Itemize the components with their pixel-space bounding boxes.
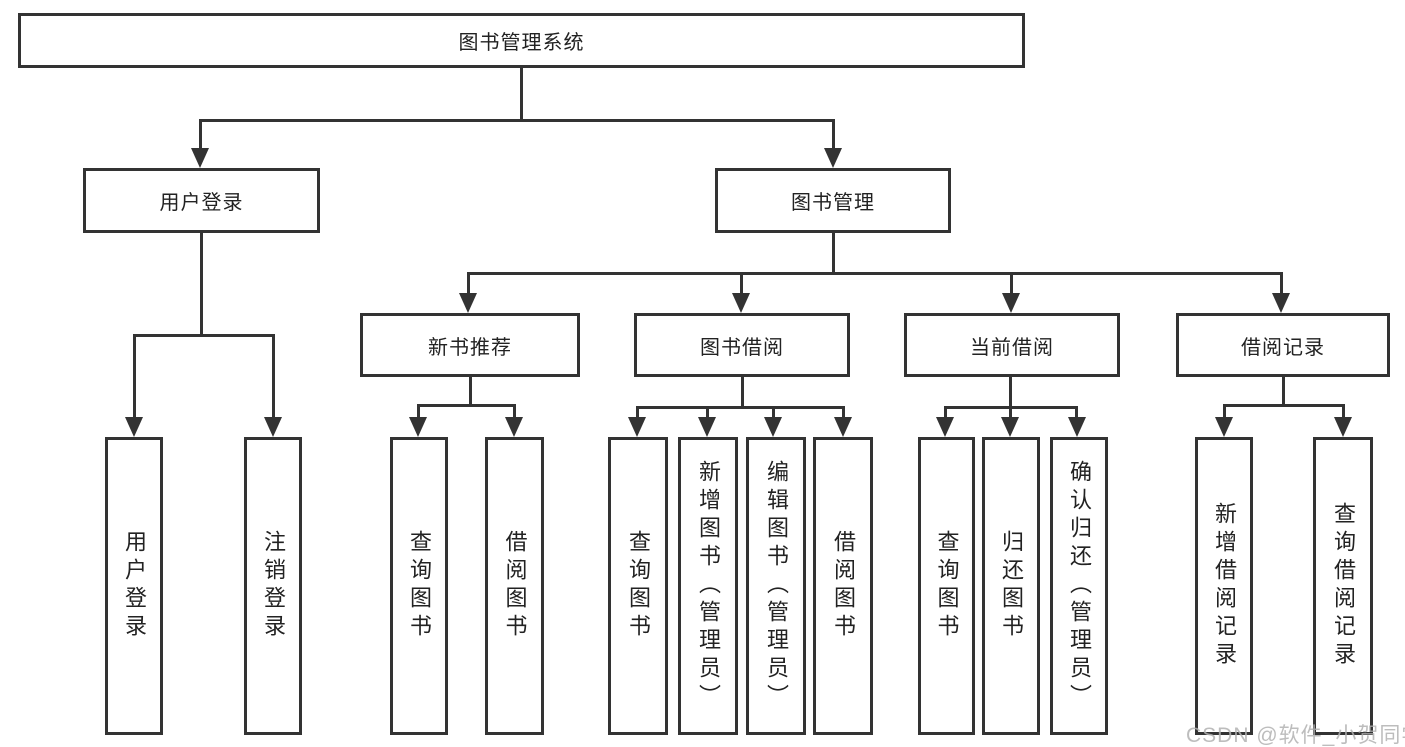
node-label: 新增图书（管理员） bbox=[696, 460, 721, 712]
node-label: 编辑图书（管理员） bbox=[764, 460, 789, 712]
connector-line bbox=[513, 404, 516, 419]
connector-line bbox=[1342, 404, 1345, 419]
node-label: 用户登录 bbox=[159, 192, 244, 214]
connector-line bbox=[740, 272, 743, 295]
node-label: 查询图书 bbox=[626, 530, 651, 642]
leaf-query-books-borrow: 查询图书 bbox=[608, 437, 668, 735]
connector-line bbox=[636, 406, 639, 419]
connector-line bbox=[944, 406, 947, 419]
node-label: 图书借阅 bbox=[700, 336, 784, 359]
connector-line bbox=[1223, 404, 1226, 419]
connector-line bbox=[199, 119, 835, 122]
arrow-down-icon bbox=[1068, 417, 1086, 437]
node-book-management: 图书管理 bbox=[715, 168, 951, 233]
arrow-down-icon bbox=[834, 417, 852, 437]
connector-line bbox=[842, 406, 845, 419]
connector-line bbox=[200, 231, 203, 337]
connector-line bbox=[1009, 406, 1012, 419]
node-label: 查询图书 bbox=[407, 530, 432, 642]
leaf-return-books: 归还图书 bbox=[982, 437, 1040, 735]
node-borrow-records: 借阅记录 bbox=[1176, 313, 1390, 377]
node-label: 查询借阅记录 bbox=[1331, 502, 1356, 670]
connector-line bbox=[133, 334, 136, 418]
connector-line bbox=[199, 119, 202, 150]
arrow-down-icon bbox=[1334, 417, 1352, 437]
connector-line bbox=[1075, 406, 1078, 419]
node-book-borrow: 图书借阅 bbox=[634, 313, 850, 377]
connector-line bbox=[520, 68, 523, 121]
node-label: 用户登录 bbox=[122, 530, 147, 642]
connector-line bbox=[469, 375, 472, 407]
connector-line bbox=[636, 406, 845, 409]
connector-line bbox=[1009, 375, 1012, 409]
connector-line bbox=[417, 404, 420, 419]
connector-line bbox=[467, 272, 470, 295]
arrow-down-icon bbox=[191, 148, 209, 168]
connector-line bbox=[467, 272, 1283, 275]
leaf-logout-login: 注销登录 bbox=[244, 437, 302, 735]
csdn-watermark: CSDN @软件_小贺同学 bbox=[1186, 724, 1405, 747]
leaf-add-book-admin: 新增图书（管理员） bbox=[678, 437, 738, 735]
arrow-down-icon bbox=[125, 417, 143, 437]
arrow-down-icon bbox=[505, 417, 523, 437]
arrow-down-icon bbox=[1272, 293, 1290, 313]
node-label: 当前借阅 bbox=[970, 336, 1054, 359]
arrow-down-icon bbox=[264, 417, 282, 437]
node-new-book-recommend: 新书推荐 bbox=[360, 313, 580, 377]
node-label: 图书管理系统 bbox=[458, 32, 585, 54]
connector-line bbox=[417, 404, 516, 407]
connector-line bbox=[832, 231, 835, 275]
node-label: 确认归还（管理员） bbox=[1067, 460, 1092, 712]
connector-line bbox=[772, 406, 775, 419]
node-label: 归还图书 bbox=[999, 530, 1024, 642]
connector-line bbox=[272, 334, 275, 418]
connector-line bbox=[133, 334, 275, 337]
node-label: 借阅记录 bbox=[1241, 336, 1325, 359]
leaf-user-login: 用户登录 bbox=[105, 437, 163, 735]
node-label: 图书管理 bbox=[791, 192, 875, 214]
arrow-down-icon bbox=[628, 417, 646, 437]
leaf-query-books-current: 查询图书 bbox=[918, 437, 975, 735]
node-label: 新增借阅记录 bbox=[1212, 502, 1237, 670]
arrow-down-icon bbox=[698, 417, 716, 437]
node-label: 注销登录 bbox=[261, 530, 286, 642]
node-label: 新书推荐 bbox=[428, 336, 512, 359]
leaf-query-books-recommend: 查询图书 bbox=[390, 437, 448, 735]
connector-line bbox=[1223, 404, 1345, 407]
leaf-edit-book-admin: 编辑图书（管理员） bbox=[746, 437, 806, 735]
leaf-borrow-books: 借阅图书 bbox=[813, 437, 873, 735]
connector-line bbox=[706, 406, 709, 419]
arrow-down-icon bbox=[824, 148, 842, 168]
node-current-borrow: 当前借阅 bbox=[904, 313, 1120, 377]
arrow-down-icon bbox=[936, 417, 954, 437]
node-label: 查询图书 bbox=[934, 530, 960, 642]
arrow-down-icon bbox=[1002, 293, 1020, 313]
node-label: 借阅图书 bbox=[831, 530, 856, 642]
leaf-confirm-return-admin: 确认归还（管理员） bbox=[1050, 437, 1108, 735]
node-library-management-system: 图书管理系统 bbox=[18, 13, 1025, 68]
arrow-down-icon bbox=[459, 293, 477, 313]
arrow-down-icon bbox=[764, 417, 782, 437]
leaf-query-borrow-record: 查询借阅记录 bbox=[1313, 437, 1373, 735]
connector-line bbox=[1282, 375, 1285, 407]
node-label: 借阅图书 bbox=[502, 530, 528, 642]
arrow-down-icon bbox=[732, 293, 750, 313]
connector-line bbox=[1010, 272, 1013, 295]
arrow-down-icon bbox=[409, 417, 427, 437]
arrow-down-icon bbox=[1215, 417, 1233, 437]
connector-line bbox=[832, 119, 835, 150]
connector-line bbox=[741, 375, 744, 409]
leaf-borrow-books-recommend: 借阅图书 bbox=[485, 437, 544, 735]
connector-line bbox=[1280, 272, 1283, 295]
node-user-login: 用户登录 bbox=[83, 168, 320, 233]
arrow-down-icon bbox=[1001, 417, 1019, 437]
leaf-add-borrow-record: 新增借阅记录 bbox=[1195, 437, 1253, 735]
